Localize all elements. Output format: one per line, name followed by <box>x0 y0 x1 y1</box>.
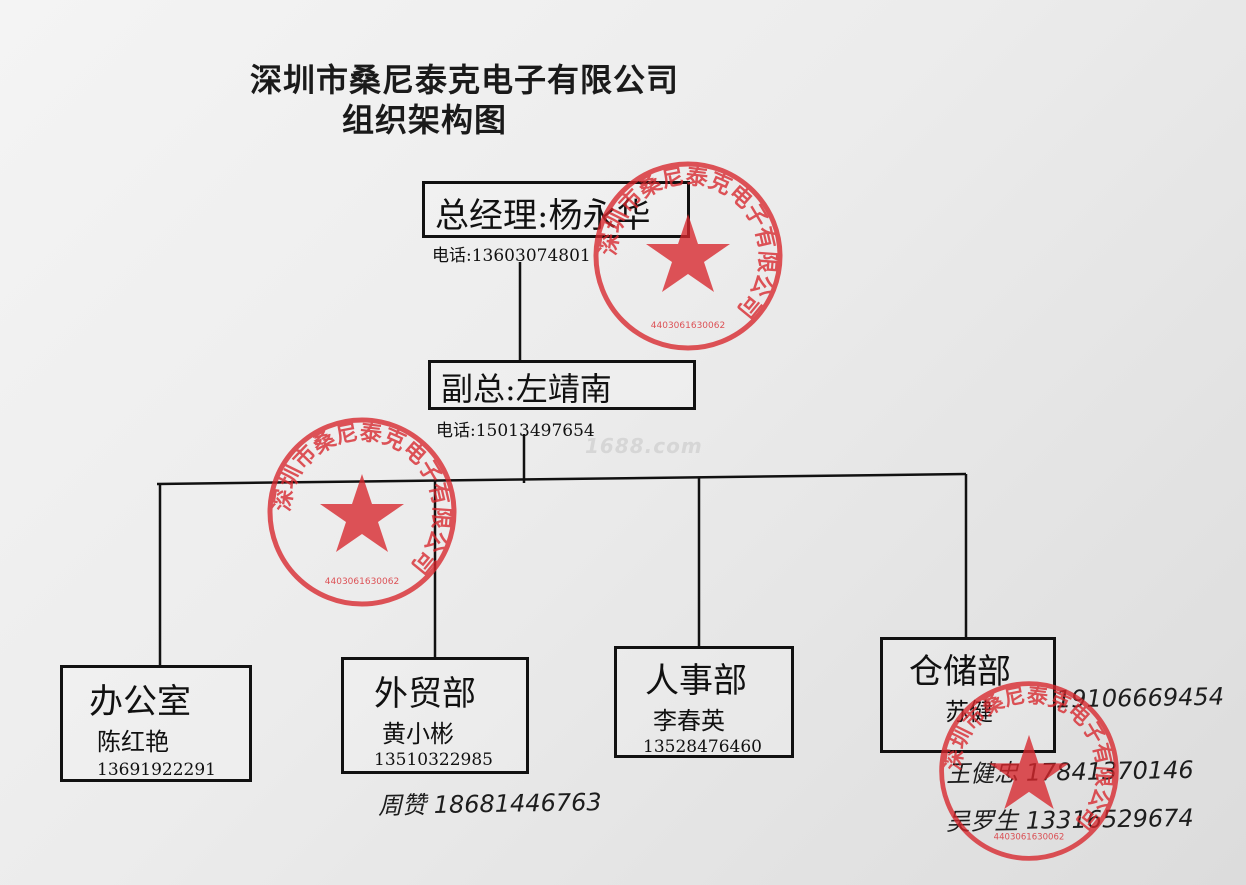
chart-subtitle: 组织架构图 <box>342 101 508 139</box>
company-title: 深圳市桑尼泰克电子有限公司 <box>250 61 680 99</box>
vice-manager-title: 副总:左靖南 <box>441 370 612 408</box>
dept-warehouse-person: 苏健 <box>945 698 993 726</box>
watermark-1688: 1688.com <box>585 434 703 458</box>
dept-office-phone: 13691922291 <box>97 760 216 780</box>
dept-warehouse-box: 仓储部 苏健 <box>880 637 1056 753</box>
dept-foreign-trade-phone: 13510322985 <box>374 750 493 770</box>
dept-office-box: 办公室 陈红艳 13691922291 <box>60 665 252 782</box>
seal-middle-code: 4403061630062 <box>325 577 399 587</box>
general-manager-phone-label: 电话: <box>432 246 472 266</box>
dept-foreign-trade-box: 外贸部 黄小彬 13510322985 <box>341 657 529 774</box>
general-manager-phone-number: 13603074801 <box>471 246 591 266</box>
dept-hr-person: 李春英 <box>653 707 725 735</box>
company-seal-bottom: 深圳市桑尼泰克电子有限公司 4403061630062 <box>939 681 1119 861</box>
company-seal-middle: 深圳市桑尼泰克电子有限公司 4403061630062 <box>267 417 457 607</box>
vice-manager-phone-label: 电话: <box>436 421 476 441</box>
seal-top-code: 4403061630062 <box>651 321 725 331</box>
vice-manager-box: 副总:左靖南 <box>428 360 696 410</box>
dept-foreign-trade-name: 外贸部 <box>374 674 476 714</box>
dept-office-person: 陈红艳 <box>97 728 169 756</box>
general-manager-phone: 电话:13603074801 <box>432 241 591 266</box>
dept-hr-box: 人事部 李春英 13528476460 <box>614 646 794 758</box>
dept-office-name: 办公室 <box>89 682 191 722</box>
vice-manager-phone: 电话:15013497654 <box>436 416 595 441</box>
seal-bottom-code: 4403061630062 <box>994 832 1065 842</box>
dept-warehouse-name: 仓储部 <box>909 652 1011 692</box>
handwritten-foreign-trade-contact: 周赞 18681446763 <box>377 788 602 820</box>
general-manager-box: 总经理:杨永华 <box>422 181 690 238</box>
vice-manager-phone-number: 15013497654 <box>475 421 595 441</box>
dept-foreign-trade-person: 黄小彬 <box>382 720 454 748</box>
company-seal-top: 深圳市桑尼泰克电子有限公司 4403061630062 <box>593 161 783 351</box>
dept-hr-name: 人事部 <box>645 661 747 701</box>
dept-hr-phone: 13528476460 <box>643 737 762 757</box>
